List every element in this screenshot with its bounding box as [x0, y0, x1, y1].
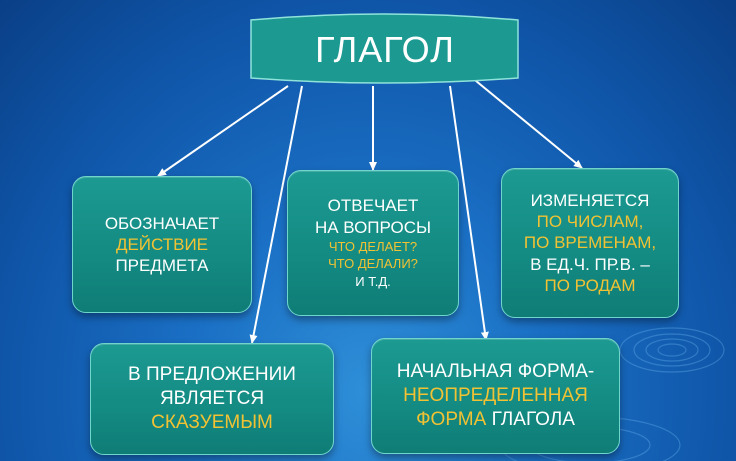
- box-sentence-role: В ПРЕДЛОЖЕНИИ ЯВЛЯЕТСЯ СКАЗУЕМЫМ: [90, 343, 334, 455]
- box-changes-by-tenses: ПО ВРЕМЕНАМ,: [523, 233, 657, 253]
- box-initial-line1: НАЧАЛЬНАЯ ФОРМА-: [396, 361, 595, 383]
- question-what-does: ЧТО ДЕЛАЕТ?: [328, 238, 418, 254]
- box-initial-form: НАЧАЛЬНАЯ ФОРМА- НЕОПРЕДЕЛЕННАЯ ФОРМА ГЛ…: [371, 338, 620, 454]
- box-initial-verb-word: ГЛАГОЛА: [486, 408, 575, 430]
- box-designates-action: ОБОЗНАЧАЕТ ДЕЙСТВИЕ ПРЕДМЕТА: [72, 176, 252, 313]
- box-changes-by-numbers: ПО ЧИСЛАМ,: [536, 212, 644, 232]
- box-changes-by-genders: ПО РОДАМ: [544, 275, 636, 295]
- box-answers-questions: ОТВЕЧАЕТ НА ВОПРОСЫ ЧТО ДЕЛАЕТ? ЧТО ДЕЛА…: [287, 170, 459, 316]
- box-designates-line1: ОБОЗНАЧАЕТ: [104, 213, 220, 233]
- arrow-to-initial-form: [449, 85, 489, 341]
- box-changes: ИЗМЕНЯЕТСЯ ПО ЧИСЛАМ, ПО ВРЕМЕНАМ, В ЕД.…: [501, 168, 679, 318]
- box-answers-etc: И Т.Д.: [355, 274, 391, 290]
- box-answers-line1: ОТВЕЧАЕТ: [327, 196, 419, 216]
- box-answers-line2: НА ВОПРОСЫ: [314, 217, 432, 237]
- arrow-to-changes: [469, 75, 583, 169]
- question-what-did: ЧТО ДЕЛАЛИ?: [328, 256, 418, 272]
- box-changes-line4: В ЕД.Ч. ПР.В. –: [530, 254, 650, 274]
- box-designates-line3: ПРЕДМЕТА: [115, 256, 209, 276]
- title: ГЛАГОЛ: [315, 29, 455, 70]
- box-sentence-predicate: СКАЗУЕМЫМ: [151, 411, 273, 433]
- box-sentence-line1: В ПРЕДЛОЖЕНИИ: [128, 364, 296, 386]
- box-changes-line1: ИЗМЕНЯЕТСЯ: [530, 190, 650, 210]
- box-initial-infinitive: НЕОПРЕДЕЛЕННАЯ: [403, 385, 588, 407]
- arrow-to-designates: [157, 85, 289, 177]
- box-designates-highlight: ДЕЙСТВИЕ: [115, 234, 209, 254]
- box-initial-form-word: ФОРМА: [416, 408, 487, 430]
- arrow-to-sentence: [249, 85, 303, 344]
- box-sentence-line2: ЯВЛЯЕТСЯ: [159, 388, 265, 410]
- box-initial-line3: ФОРМА ГЛАГОЛА: [416, 408, 575, 432]
